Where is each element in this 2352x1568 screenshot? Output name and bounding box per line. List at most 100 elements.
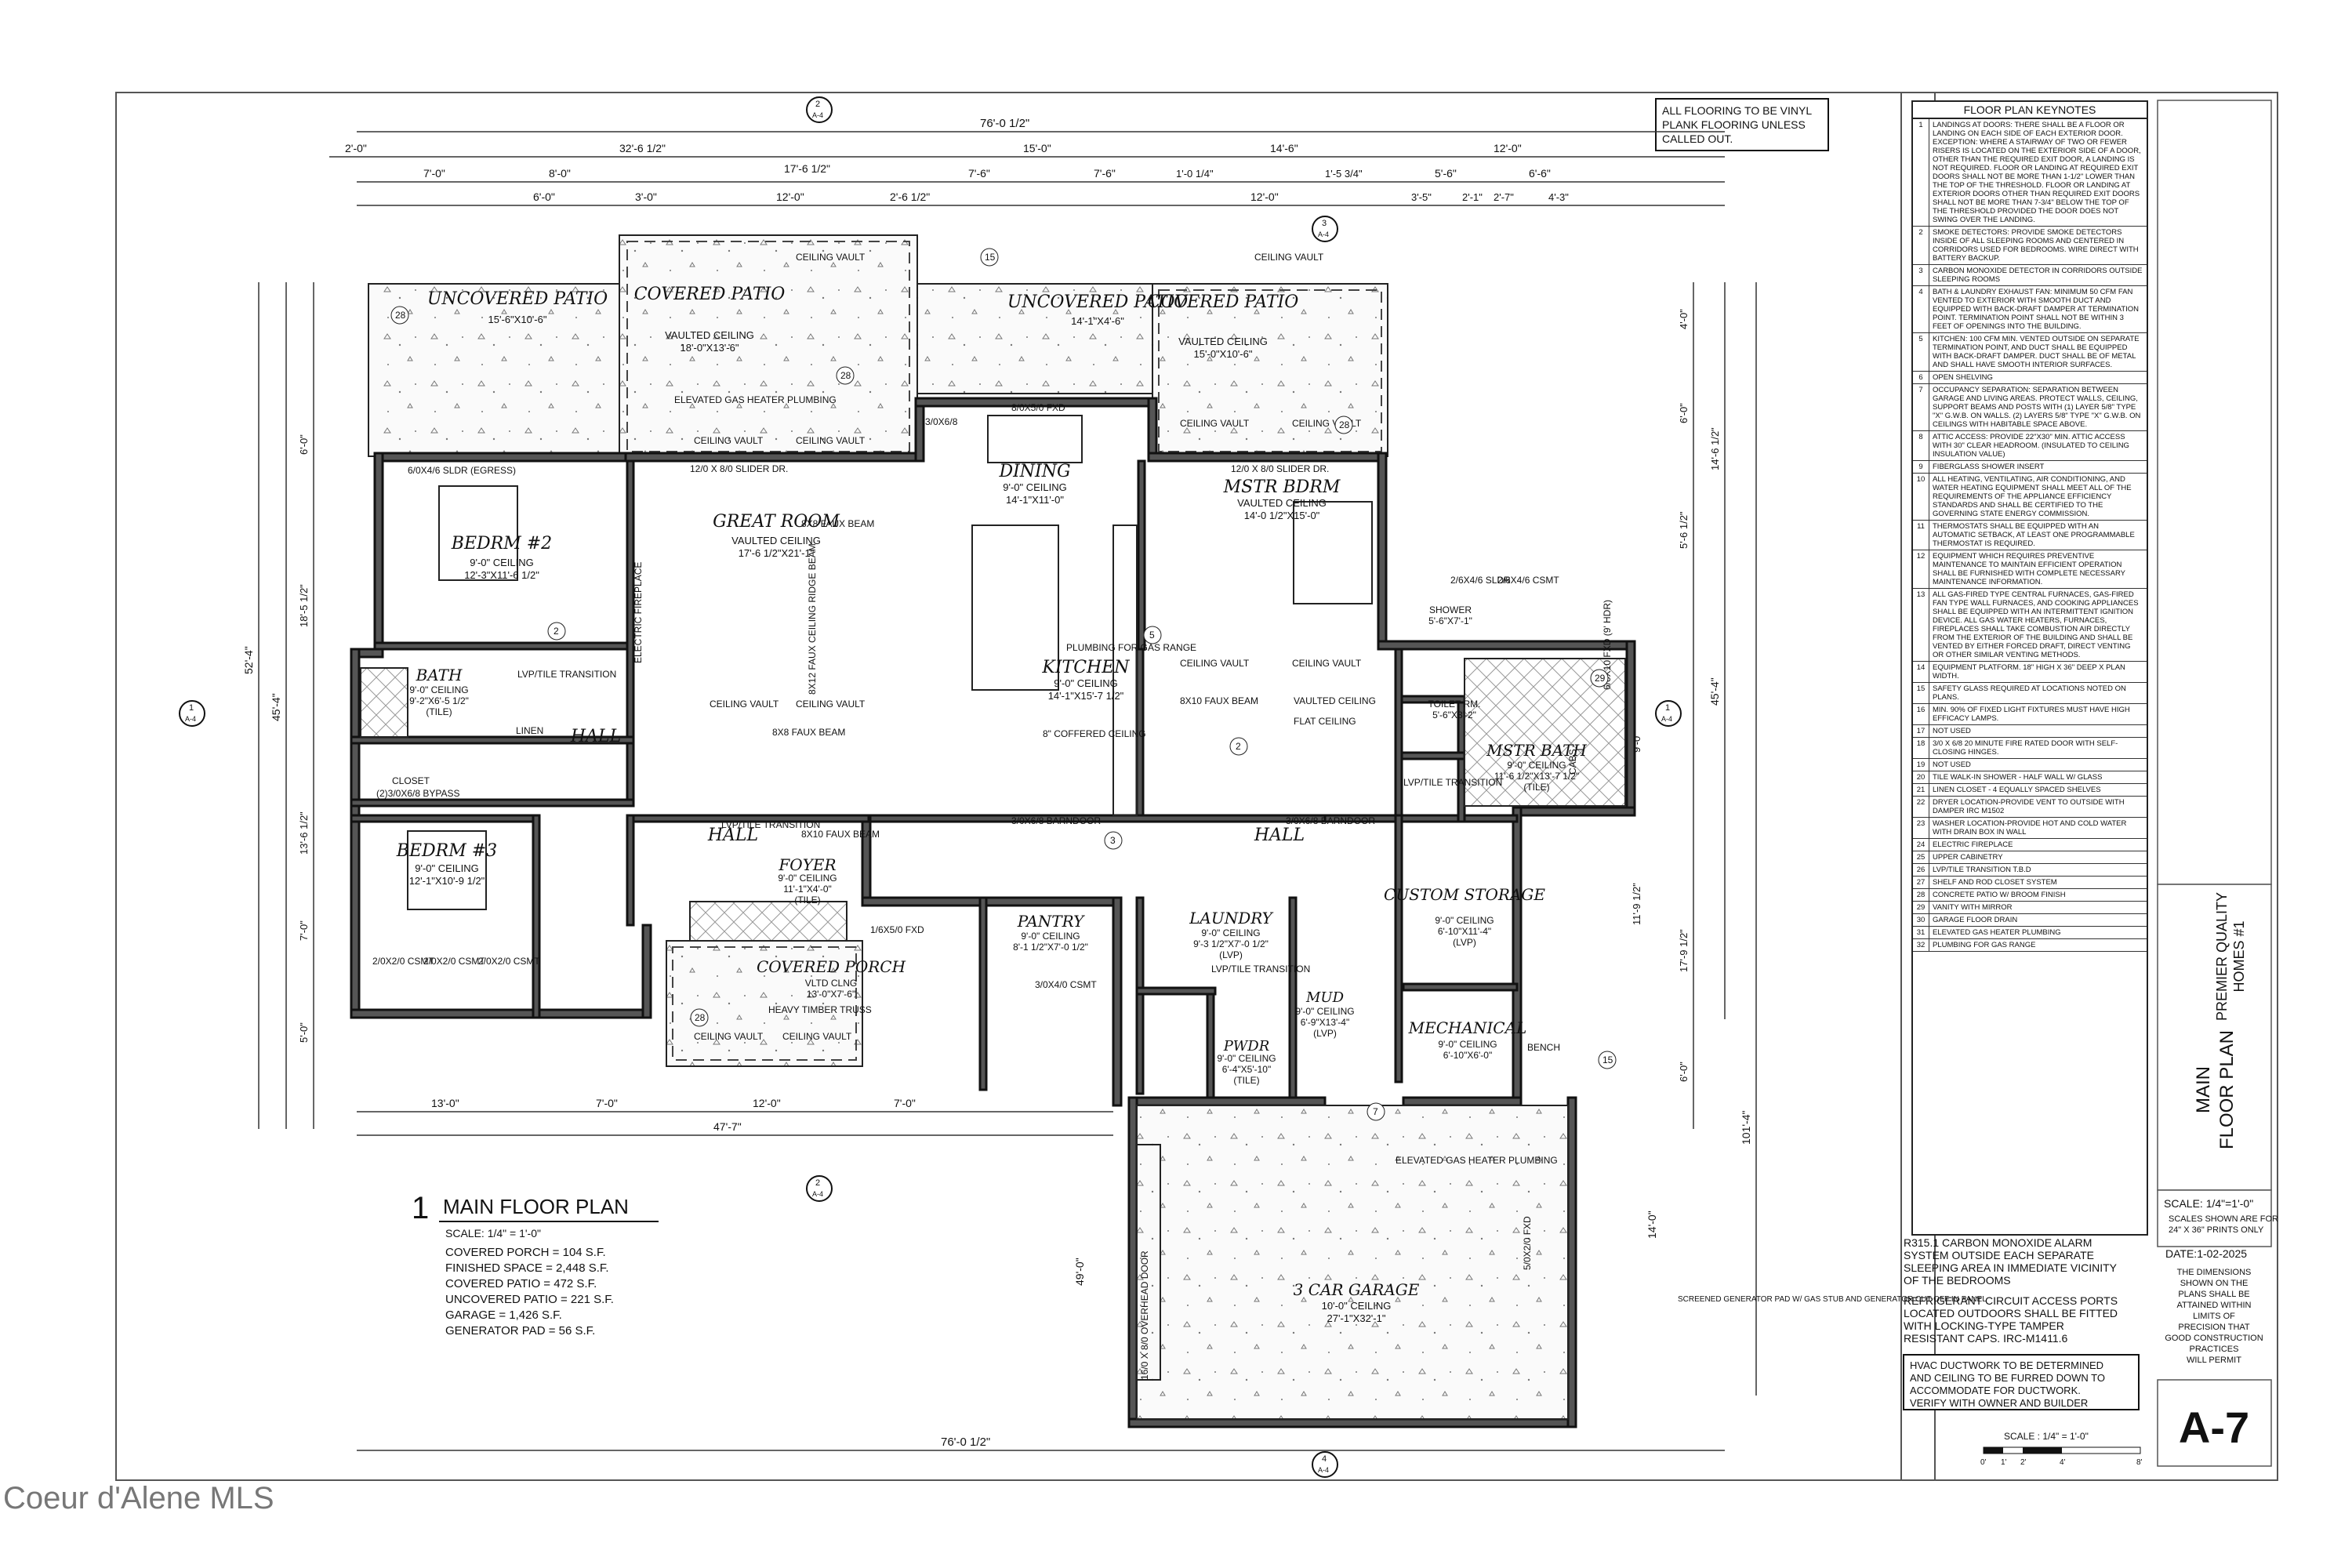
room-ceiling: VAULTED CEILING <box>1237 497 1327 509</box>
dim-label: 2'-0" <box>345 142 367 154</box>
keynote-text: LANDINGS AT DOORS: THERE SHALL BE A FLOO… <box>1933 121 2141 224</box>
room-ceiling: 9'-0" CEILING <box>1295 1006 1354 1017</box>
dim-label: 6'-0" <box>1678 1062 1690 1082</box>
callout-ceiling-vault: CEILING VAULT <box>796 699 866 710</box>
svg-text:2: 2 <box>554 626 559 637</box>
section-num: 2 <box>815 1178 820 1188</box>
precision-note: PLANS SHALL BE <box>2178 1290 2249 1299</box>
callout-faux-beam: 8X8 FAUX BEAM <box>772 727 845 738</box>
keynote-text: OPEN SHELVING <box>1933 373 1993 382</box>
room-name-master-bedroom: MSTR BDRM <box>1223 477 1341 497</box>
section-sheet: A-4 <box>185 715 196 723</box>
scale-note: 24" X 36" PRINTS ONLY <box>2169 1225 2264 1235</box>
top-dimensions: 76'-0 1/2" 2'-0" 32'-6 1/2" 17'-6 1/2" 1… <box>329 117 1725 206</box>
room-size: 14'-1"X4'-6" <box>1071 315 1124 327</box>
keynote-number: 17 <box>1913 725 1929 737</box>
dim-label: 47'-7" <box>713 1120 742 1133</box>
room-name-toilet: TOILET RM. <box>1428 699 1481 710</box>
section-marker: 2 A-4 <box>806 1175 833 1202</box>
section-marker: 1 A-4 <box>179 700 205 727</box>
keynote-number: 8 <box>1913 431 1929 460</box>
room-size: 27'-1"X32'-1" <box>1327 1312 1386 1324</box>
svg-text:28: 28 <box>395 310 406 321</box>
svg-text:2: 2 <box>1236 741 1241 752</box>
flooring-note-line3: CALLED OUT. <box>1662 132 1733 145</box>
dim-label: 7'-0" <box>894 1097 916 1109</box>
covered-patio-left <box>619 234 918 457</box>
keynote-number: 10 <box>1913 474 1929 520</box>
precision-note: SHOWN ON THE <box>2180 1279 2249 1288</box>
note-line: VERIFY WITH OWNER AND BUILDER <box>1910 1397 2088 1409</box>
keynote-number: 18 <box>1913 738 1929 758</box>
dim-label: 5'-0" <box>298 1022 310 1043</box>
room-size: 14'-1"X11'-0" <box>1006 494 1064 506</box>
room-ceiling: 9'-0" CEILING <box>1201 927 1260 938</box>
section-num: 3 <box>1322 219 1327 228</box>
svg-text:15: 15 <box>985 252 996 263</box>
note-line: RESISTANT CAPS. IRC-M1411.6 <box>1904 1332 2067 1345</box>
section-marker: 1 A-4 <box>1655 700 1682 727</box>
svg-text:7: 7 <box>1373 1106 1378 1117</box>
area-line: COVERED PORCH = 104 S.F. <box>445 1246 606 1259</box>
keynote-number: 30 <box>1913 914 1929 926</box>
dim-label: 2'-1" <box>1462 191 1483 203</box>
drawing-title: MAIN FLOOR PLAN <box>443 1195 629 1218</box>
keynote-number: 32 <box>1913 939 1929 951</box>
dim-label: 14'-6" <box>1270 142 1298 154</box>
dim-label: 8'-0" <box>549 167 571 180</box>
dim-label: 4'-3" <box>1548 191 1569 203</box>
callout-ridge-beam: 8X12 FAUX CEILING RIDGE BEAM <box>807 543 818 695</box>
dim-label: 5'-6" <box>1435 167 1457 180</box>
keynote-number: 6 <box>1913 372 1929 383</box>
keynote-number: 23 <box>1913 818 1929 838</box>
room-size: 6'-4"X5'-10" <box>1222 1064 1271 1075</box>
dim-label: 12'-0" <box>1494 142 1522 154</box>
room-size: 5'-6"X7'-1" <box>1428 615 1472 626</box>
room-name-uncovered-patio-left: UNCOVERED PATIO <box>427 289 608 309</box>
room-size: 17'-6 1/2"X21'-1" <box>739 547 815 559</box>
keynote-number: 28 <box>1913 889 1929 901</box>
bed-bedroom2 <box>438 485 518 581</box>
keynote-text: UPPER CABINETRY <box>1933 853 2003 862</box>
dining-table <box>987 415 1083 463</box>
keynote-text: ELECTRIC FIREPLACE <box>1933 840 2013 849</box>
dim-left-overall: 52'-4" <box>242 646 255 674</box>
dim-label: 14'-0" <box>1646 1210 1658 1239</box>
bed-master <box>1293 501 1373 604</box>
room-name-laundry: LAUNDRY <box>1189 909 1274 927</box>
keynotes-title: FLOOR PLAN KEYNOTES <box>1913 102 2147 119</box>
general-notes: R315.1 CARBON MONOXIDE ALARM SYSTEM OUTS… <box>1903 1236 2140 1410</box>
note-line: REFRIGERANT CIRCUIT ACCESS PORTS <box>1904 1294 2118 1307</box>
flooring-note-line2: PLANK FLOORING UNLESS <box>1662 118 1806 131</box>
sheet-id: A-7 <box>2179 1403 2249 1452</box>
callout-ceiling-vault: CEILING VAULT <box>694 435 764 446</box>
section-sheet: A-4 <box>1661 715 1672 723</box>
callout-lvp-transition: LVP/TILE TRANSITION <box>721 819 820 830</box>
keynote-number: 2 <box>1913 227 1929 264</box>
room-name-pantry: PANTRY <box>1017 912 1085 931</box>
dim-label: 11'-9 1/2" <box>1631 883 1642 925</box>
callout-bypass-door: (2)3/0X6/8 BYPASS <box>376 788 460 799</box>
graphic-scale-label: SCALE : 1/4" = 1'-0" <box>2004 1431 2089 1442</box>
section-marker: 3 A-4 <box>1312 216 1338 242</box>
keynote-text: FIBERGLASS SHOWER INSERT <box>1933 463 2045 471</box>
keynote-number: 15 <box>1913 683 1929 703</box>
room-ceiling: 9'-0" CEILING <box>778 873 837 884</box>
scale-tick: 1' <box>2001 1458 2007 1467</box>
keynote-number: 12 <box>1913 550 1929 588</box>
room-ceiling: 9'-0" CEILING <box>415 862 479 874</box>
callout-bench: BENCH <box>1527 1042 1560 1053</box>
dim-label: 3'-0" <box>635 191 657 203</box>
keynote-number: 5 <box>1913 333 1929 371</box>
room-name-bath: BATH <box>416 666 463 684</box>
keynote-text: BATH & LAUNDRY EXHAUST FAN: MINIMUM 50 C… <box>1933 288 2140 331</box>
covered-porch-outline <box>672 946 857 1061</box>
precision-note: WILL PERMIT <box>2187 1356 2241 1365</box>
keynote-text: EQUIPMENT WHICH REQUIRES PREVENTIVE MAIN… <box>1933 552 2125 586</box>
